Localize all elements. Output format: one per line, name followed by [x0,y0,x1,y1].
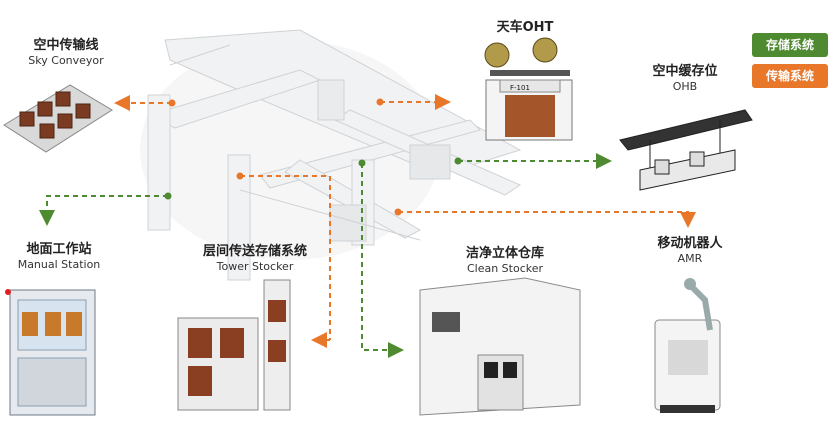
label-en: Sky Conveyor [28,54,104,67]
label-en: Tower Stocker [216,260,294,273]
manual-station-illustration [5,289,96,416]
label-clean-stocker: 洁净立体仓库 Clean Stocker [440,246,570,276]
legend-transport: 传输系统 [752,64,828,88]
legend-storage: 存储系统 [752,33,828,57]
connection-dots [164,98,462,216]
label-tower-stocker: 层间传送存储系统 Tower Stocker [185,244,325,274]
label-cn: 移动机器人 [657,236,723,251]
arrow-to-manual-station [39,195,168,226]
oht-illustration [484,37,573,141]
label-en: OHB [672,80,698,93]
label-en: Clean Stocker [466,262,544,275]
arrow-to-amr [398,211,696,228]
label-cn: 地面工作站 [26,242,92,257]
oht-badge: F-101 [510,84,530,92]
label-cn: 层间传送存储系统 [202,244,307,259]
label-en: AMR [677,252,703,265]
label-cn: 空中传输线 [33,38,99,53]
label-sky-conveyor: 空中传输线 Sky Conveyor [6,38,126,68]
label-cn: 空中缓存位 [652,64,718,79]
label-cn: 洁净立体仓库 [465,246,544,261]
label-cn: 天车 [496,20,523,35]
label-en: Manual Station [17,258,101,271]
label-oht: 天车OHT [480,16,570,35]
amr-illustration [654,278,721,413]
label-manual-station: 地面工作站 Manual Station [4,242,114,272]
arrow-to-tower-stocker [240,175,331,284]
connections [39,94,696,358]
tower-stocker-illustration [177,279,291,411]
ohb-illustration [619,109,753,191]
sky-conveyor-illustration [3,84,113,153]
label-amr: 移动机器人 AMR [640,236,740,266]
label-en: OHT [522,20,554,35]
central-rail-network [140,29,522,281]
clean-stocker-illustration [419,277,581,416]
label-ohb: 空中缓存位 OHB [630,64,740,94]
